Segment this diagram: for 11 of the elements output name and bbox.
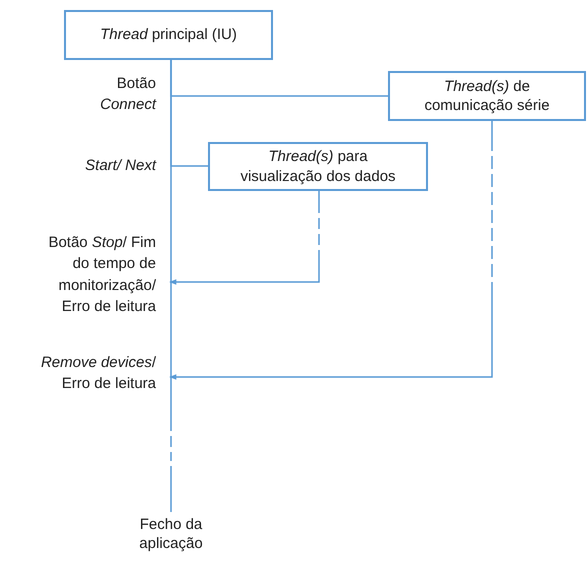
connector-line (170, 60, 208, 167)
event-label: Remove devices/ Erro de leitura (21, 352, 170, 404)
event-label: Botão Connect (99, 74, 156, 116)
thread-box: Thread(s) de comunicação série (388, 71, 586, 121)
arrow (169, 121, 493, 380)
thread-box: Thread(s) para visualização dos dados (208, 142, 428, 191)
event-label: Botão Stop/ Fim do tempo de monitorização/ Erro de leitura (31, 232, 170, 332)
arrow (169, 191, 320, 285)
event-label: Start/ Next (84, 156, 156, 176)
end-label: Fecho da aplicação (111, 512, 231, 556)
thread-box: Thread principal (IU) (64, 10, 273, 60)
